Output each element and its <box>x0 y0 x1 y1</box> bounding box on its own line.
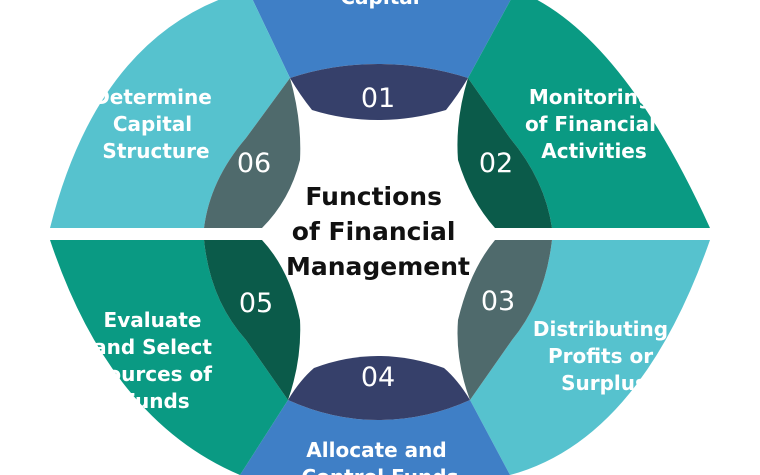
tab-05 <box>204 240 301 400</box>
label-06: Determine Capital Structure <box>93 85 219 163</box>
label-05-line: Sources of <box>93 362 212 386</box>
label-06-line: Capital <box>113 112 192 136</box>
label-04: Allocate and Control Funds <box>301 438 458 475</box>
label-01: Capital <box>340 0 419 9</box>
number-06: 06 <box>237 148 271 179</box>
tab-01 <box>290 64 468 120</box>
tab-03 <box>457 240 552 400</box>
tab-06 <box>204 78 301 228</box>
center-title-line: of Financial <box>292 217 456 246</box>
label-03-line: Profits or <box>548 344 653 368</box>
label-05: Evaluate and Select Sources of Funds <box>93 308 219 413</box>
segment-04 <box>240 400 510 475</box>
label-03: Distributing Profits or Surplus <box>533 317 675 395</box>
label-03-line: Surplus <box>561 371 647 395</box>
label-05-line: Evaluate <box>104 308 202 332</box>
segment-02 <box>468 0 710 228</box>
segment-01 <box>252 0 511 78</box>
label-04-line: Control Funds <box>301 465 458 475</box>
label-04-line: Allocate and <box>306 438 446 462</box>
segment-06 <box>50 0 290 228</box>
center-title-line: Functions <box>305 182 442 211</box>
segment-03 <box>470 240 710 475</box>
label-06-line: Determine <box>93 85 212 109</box>
label-03-line: Distributing <box>533 317 668 341</box>
tab-04 <box>288 356 470 420</box>
label-02-line: Monitoring <box>529 85 652 109</box>
label-02-line: Activities <box>541 139 647 163</box>
label-02: Monitoring of Financial Activities <box>525 85 663 163</box>
label-06-line: Structure <box>102 139 209 163</box>
number-03: 03 <box>481 286 515 317</box>
label-01-line: Capital <box>340 0 419 9</box>
number-04: 04 <box>361 362 395 393</box>
number-01: 01 <box>361 83 395 114</box>
number-05: 05 <box>239 288 273 319</box>
center-title: Functions of Financial Management <box>286 182 470 281</box>
number-02: 02 <box>479 148 513 179</box>
label-05-line: and Select <box>93 335 212 359</box>
label-02-line: of Financial <box>525 112 656 136</box>
segment-05 <box>50 240 288 475</box>
tab-02 <box>457 78 552 228</box>
label-05-line: Funds <box>122 389 189 413</box>
center-title-line: Management <box>286 252 470 281</box>
